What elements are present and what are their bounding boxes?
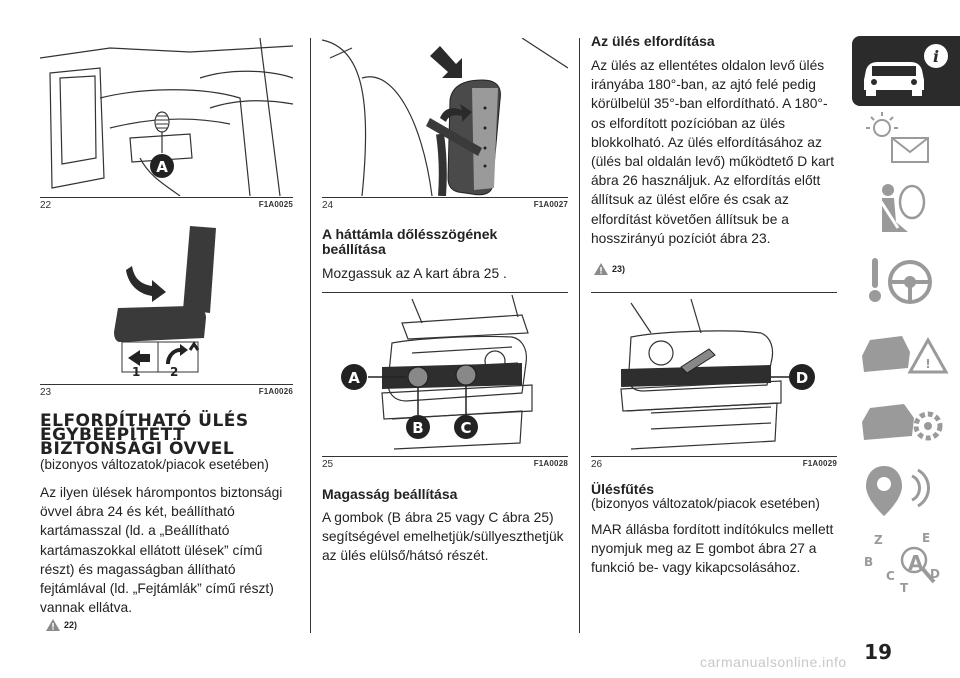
figure-number: 25 xyxy=(322,459,334,470)
label-b: B xyxy=(412,419,423,437)
tab-maintenance[interactable] xyxy=(852,386,960,456)
label-c: C xyxy=(460,419,471,437)
label-d: D xyxy=(796,369,808,387)
figure-code: F1A0025 xyxy=(258,200,293,209)
body-text: A gombok (B ábra 25 vagy C ábra 25) segí… xyxy=(322,510,564,564)
warning-lights-icon xyxy=(866,112,929,163)
tab-emergency[interactable]: ! xyxy=(852,316,960,386)
label-a: A xyxy=(348,369,360,387)
body-text: MAR állásba fordított indítókulcs mellet… xyxy=(591,522,834,576)
section-heading-height: Magasság beállítása xyxy=(322,486,458,502)
section-heading-backrest: A háttámla dőlésszögének beállítása xyxy=(322,226,498,257)
svg-text:D: D xyxy=(930,567,940,581)
warning-icon xyxy=(594,263,608,275)
figure-24-caption: 24 F1A0027 xyxy=(322,200,568,211)
section-heading-rotation: Az ülés elfordítása xyxy=(591,33,715,49)
label-a: A xyxy=(156,158,168,176)
warning-reference: 23) xyxy=(594,263,625,275)
figure-26-caption: 26 F1A0029 xyxy=(591,459,837,470)
figure-25-caption: 25 F1A0028 xyxy=(322,459,568,470)
svg-text:E: E xyxy=(922,531,930,545)
tab-warning-lights[interactable] xyxy=(852,106,960,176)
figure-number: 23 xyxy=(40,387,52,398)
label-2: 2 xyxy=(170,365,178,379)
safety-airbag-icon xyxy=(878,184,926,232)
section-heading-swivel-seat: ELFORDÍTHATÓ ÜLÉS EGYBEÉPÍTETT BIZTONSÁG… xyxy=(40,411,249,459)
figure-23-image: 1 2 xyxy=(40,218,293,380)
svg-text:i: i xyxy=(933,47,939,66)
figure-code: F1A0026 xyxy=(258,387,293,396)
figure-number: 22 xyxy=(40,200,52,211)
emergency-icon: ! xyxy=(862,336,949,374)
figure-number: 26 xyxy=(591,459,603,470)
section-subtitle: (bizonyos változatok/piacok esetében) xyxy=(40,457,269,472)
svg-text:B: B xyxy=(864,555,873,569)
warning-icon xyxy=(46,619,60,631)
page-number: 19 xyxy=(864,640,892,664)
figure-code: F1A0029 xyxy=(802,459,837,468)
svg-text:C: C xyxy=(886,569,895,583)
figure-23-caption: 23 F1A0026 xyxy=(40,387,293,398)
tab-index[interactable]: Z E B C A D T xyxy=(852,526,960,596)
figure-24-image xyxy=(322,38,568,196)
car-info-icon: i xyxy=(864,44,948,96)
figure-26-image: D xyxy=(591,293,837,453)
svg-text:T: T xyxy=(900,581,909,595)
tab-multimedia[interactable] xyxy=(852,456,960,526)
label-1: 1 xyxy=(132,365,140,379)
tab-car-info[interactable]: i xyxy=(852,36,960,106)
tab-driving[interactable] xyxy=(852,246,960,316)
svg-text:!: ! xyxy=(925,357,930,371)
body-text: Az ülés az ellentétes oldalon levő ülés … xyxy=(591,58,835,246)
tab-safety[interactable] xyxy=(852,176,960,246)
figure-number: 24 xyxy=(322,200,334,211)
driving-wheel-icon xyxy=(869,258,932,304)
figure-code: F1A0028 xyxy=(533,459,568,468)
multimedia-icon xyxy=(866,466,930,516)
maintenance-icon xyxy=(862,404,943,441)
body-text: Az ilyen ülések hárompontos biztonsági ö… xyxy=(40,485,283,616)
section-heading-seat-heating: Ülésfűtés xyxy=(591,481,655,497)
body-text: Mozgassuk az A kart ábra 25 . xyxy=(322,266,507,281)
figure-22-caption: 22 F1A0025 xyxy=(40,200,293,211)
figure-22-image: A xyxy=(40,38,293,196)
index-icon: Z E B C A D T xyxy=(864,531,940,595)
warning-reference: 22) xyxy=(46,619,77,631)
svg-text:Z: Z xyxy=(874,533,883,547)
figure-code: F1A0027 xyxy=(533,200,568,209)
section-subtitle: (bizonyos változatok/piacok esetében) xyxy=(591,496,820,511)
watermark: carmanualsonline.info xyxy=(700,654,847,670)
figure-25-image: A B C xyxy=(322,293,568,453)
